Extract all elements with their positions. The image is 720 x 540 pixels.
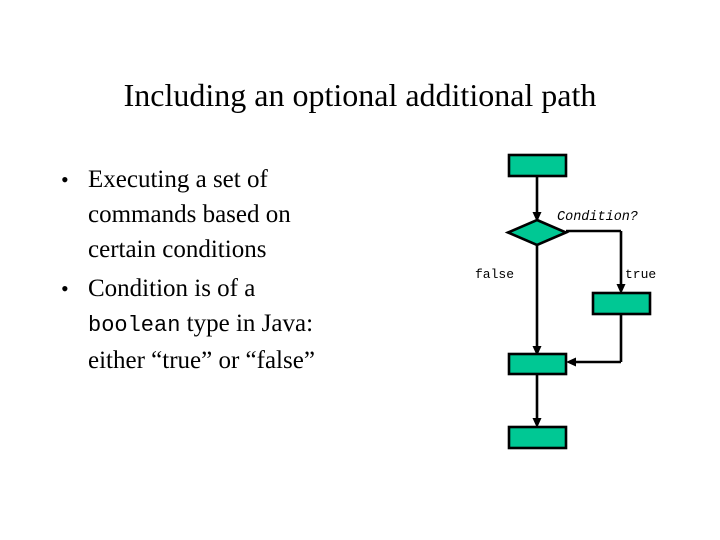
arrowhead-into-condition xyxy=(532,212,542,222)
page-title: Including an optional additional path xyxy=(123,77,597,113)
arrowhead-into-true-box xyxy=(616,284,626,294)
bullet-marker-icon: • xyxy=(61,167,69,192)
bullet-line-1: Condition is of a xyxy=(88,275,256,302)
flow-node-start-statement[interactable] xyxy=(507,153,568,178)
bullet-line-2: commands based on xyxy=(88,201,291,228)
flow-connectors xyxy=(532,176,626,428)
flow-node-merge-statement[interactable] xyxy=(507,352,568,376)
bullet-line-1: Executing a set of xyxy=(88,166,268,193)
arrowhead-into-end xyxy=(532,418,542,428)
code-token-boolean: boolean xyxy=(88,313,181,338)
list-item-executing-commands: • Executing a set of commands based on c… xyxy=(56,162,396,267)
flow-node-end-statement[interactable] xyxy=(507,425,568,450)
flowchart-diagram: Condition? false true xyxy=(440,140,710,470)
flow-label-false-branch: false xyxy=(475,267,514,282)
flow-node-condition-decision[interactable] xyxy=(504,218,570,247)
bullet-line-2-tail: type in Java: xyxy=(180,310,314,337)
list-item-condition-boolean: • Condition is of a boolean type in Java… xyxy=(56,271,396,378)
bullet-line-2: boolean type in Java: xyxy=(88,306,396,343)
arrowhead-into-merge-true xyxy=(566,357,576,367)
flow-label-condition: Condition? xyxy=(557,210,638,225)
bullet-marker-icon: • xyxy=(61,276,69,301)
flow-node-true-branch-statement[interactable] xyxy=(591,291,652,316)
bullet-list: • Executing a set of commands based on c… xyxy=(56,162,396,382)
bullet-line-3: certain conditions xyxy=(88,236,267,263)
flow-label-true-branch: true xyxy=(625,267,656,282)
bullet-line-3: either “true” or “false” xyxy=(88,347,315,374)
arrowhead-into-merge-false xyxy=(532,346,542,356)
